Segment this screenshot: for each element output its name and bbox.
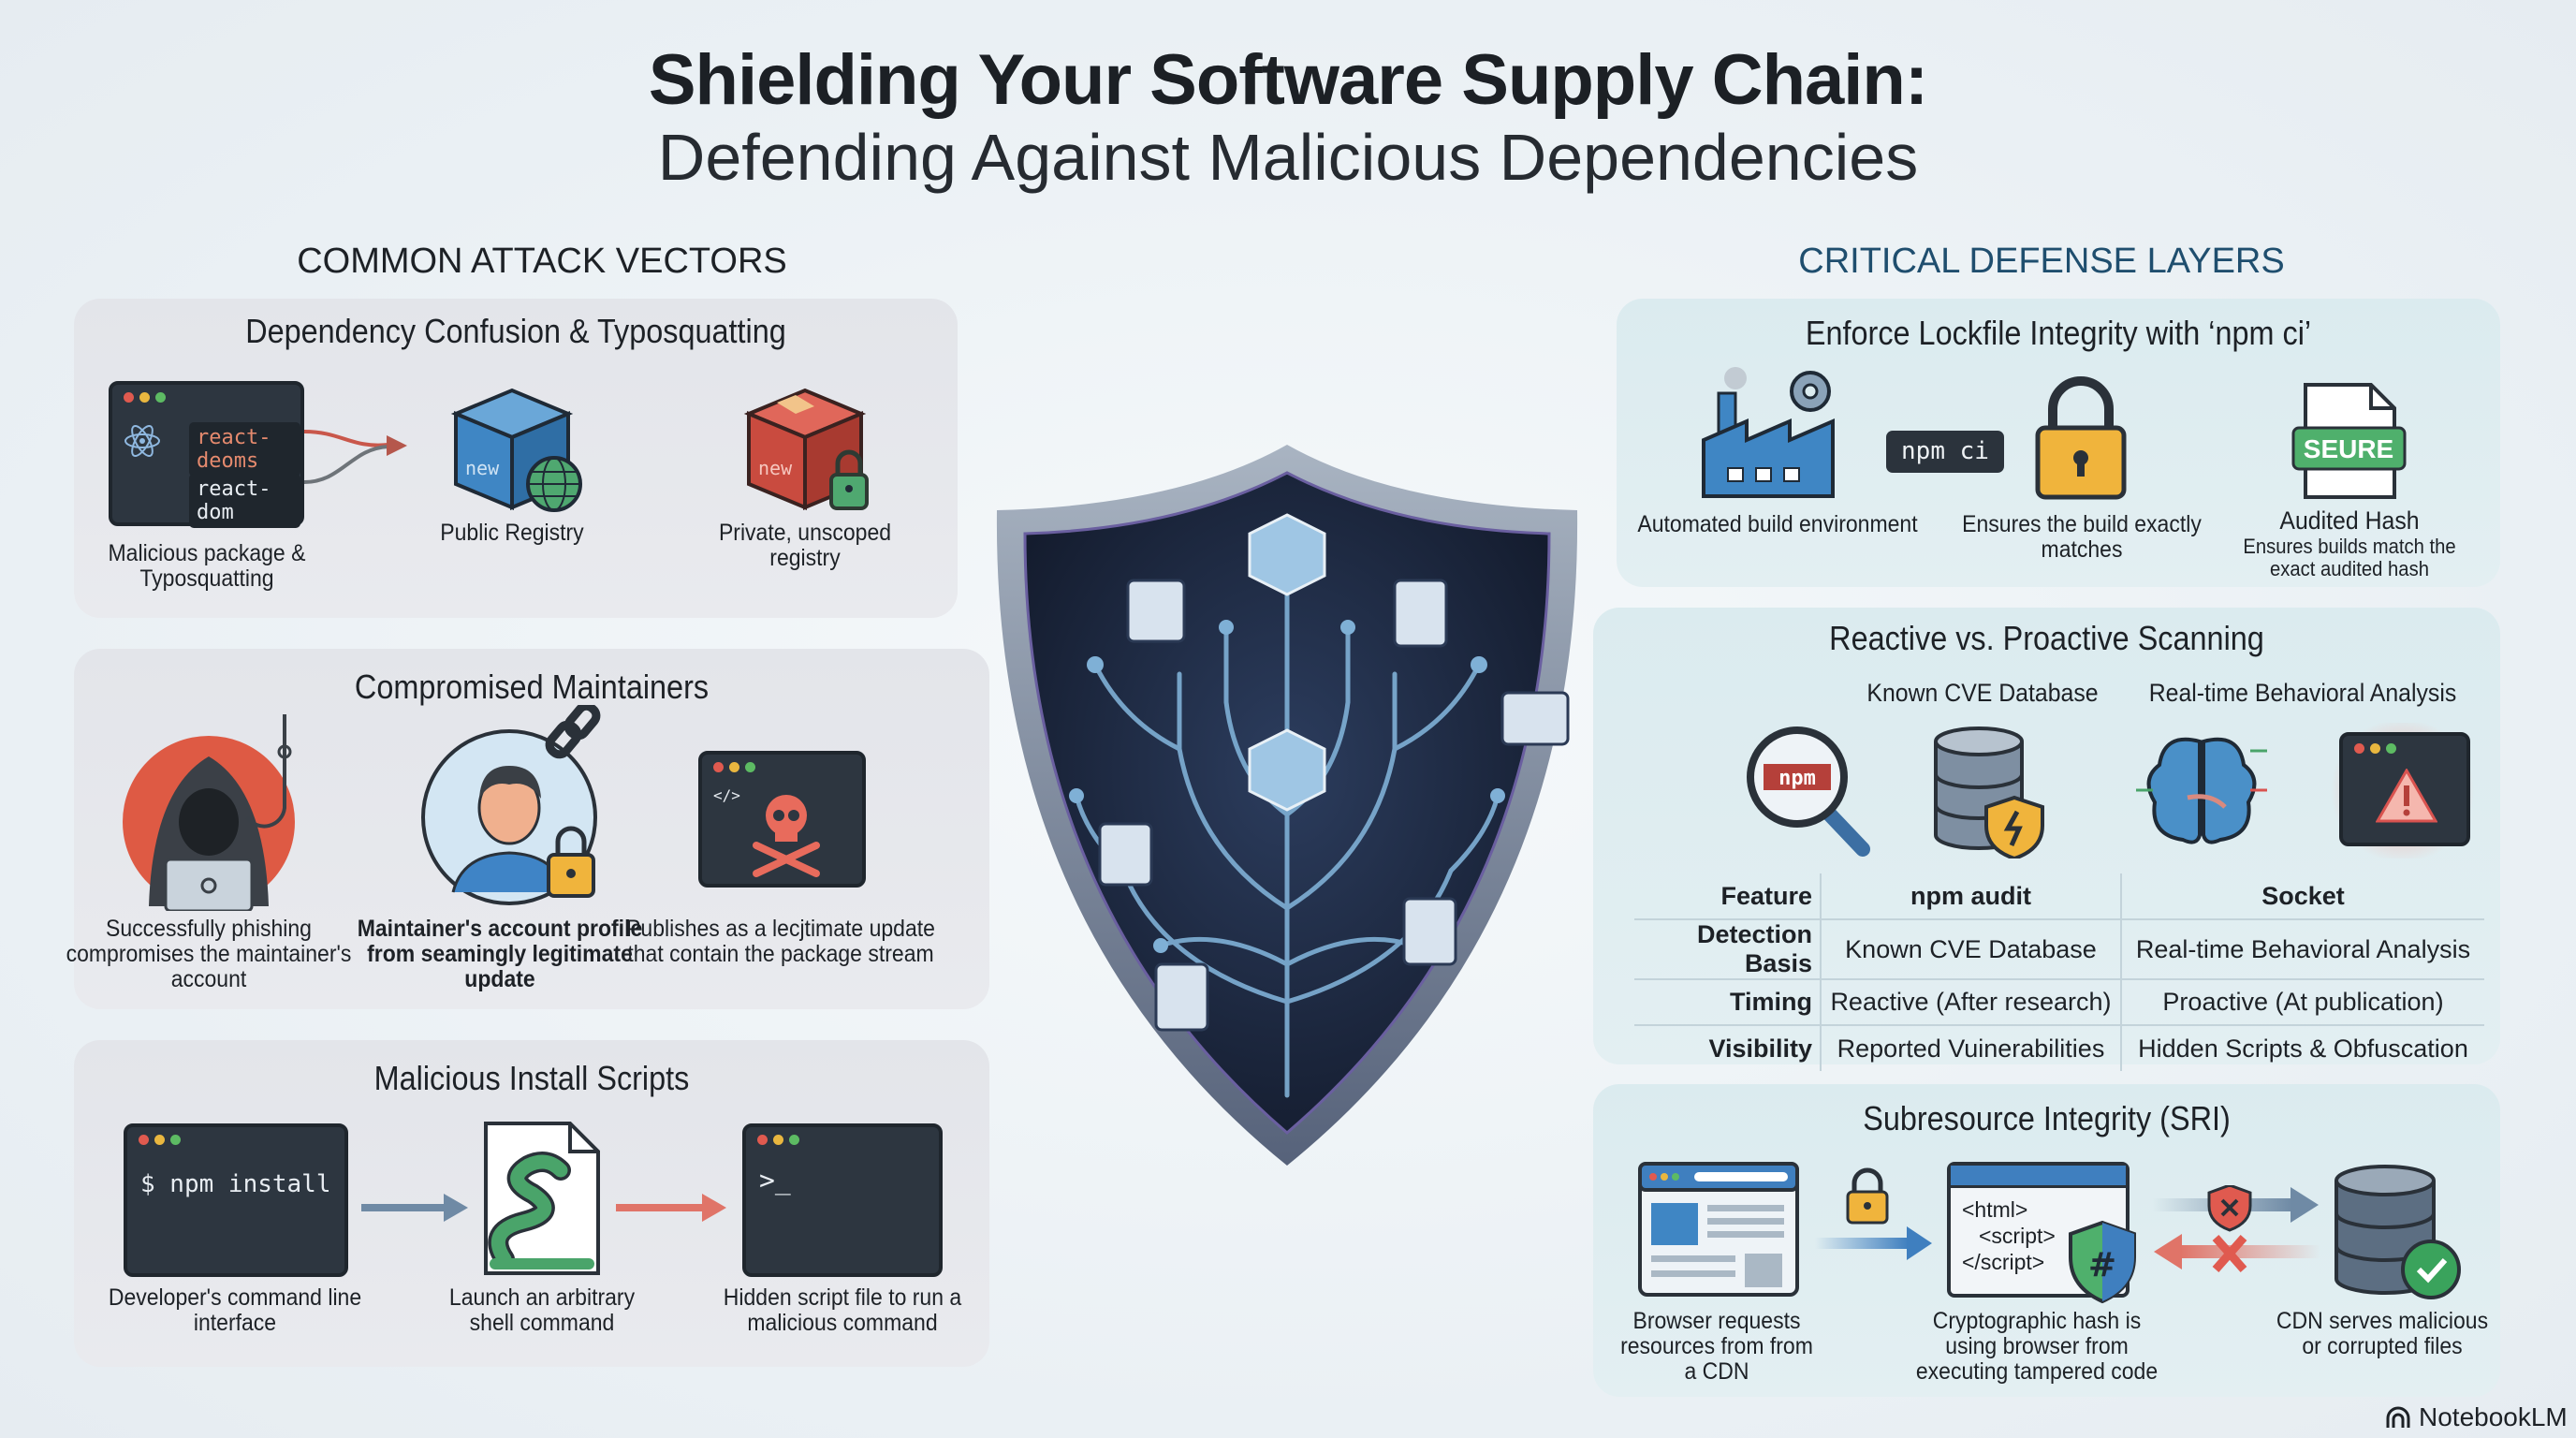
caption: Private, unscoped registry <box>718 520 892 571</box>
subhead-cve: Known CVE Database <box>1866 679 2099 707</box>
page-title: Shielding Your Software Supply Chain: <box>648 40 1928 120</box>
circuit-shield-icon <box>996 445 1578 1166</box>
factory-gear-icon <box>1702 367 1835 498</box>
request-arrow-icon <box>1815 1226 1932 1260</box>
caption: Publishes as a lecjtimate update that co… <box>626 916 935 967</box>
hidden-script-terminal-icon: >_ <box>742 1123 943 1277</box>
cli-terminal-icon: $ npm install <box>124 1123 348 1277</box>
suspicious-code-icon <box>2339 732 2470 846</box>
malicious-code-skull-icon: </> <box>698 751 866 888</box>
arrow-right-red-icon <box>616 1194 726 1222</box>
caption: Launch an arbitrary shell command <box>448 1284 636 1336</box>
brain-analysis-icon <box>2136 737 2267 844</box>
padlock-icon <box>1846 1167 1889 1225</box>
blocked-transfer-arrows-icon <box>2152 1185 2320 1272</box>
caption: Maintainer's account profile from seamin… <box>357 916 643 992</box>
cdn-database-icon <box>2334 1165 2461 1299</box>
table-cell: Visibility <box>1634 1025 1822 1071</box>
public-registry-box-icon: new <box>450 388 582 512</box>
code-line: <script> <box>1979 1224 2056 1248</box>
table-cell: Reported Vuinerabilities <box>1821 1025 2122 1071</box>
panel-title: Subresource Integrity (SRI) <box>1863 1099 2231 1137</box>
box-label: new <box>758 457 793 479</box>
database-shield-icon <box>1934 726 2044 858</box>
scanning-panel: Reactive vs. Proactive Scanning Known CV… <box>1593 608 2500 1071</box>
lockfile-integrity-panel: Enforce Lockfile Integrity with ‘npm ci’… <box>1617 299 2500 587</box>
legit-package: react-dom <box>189 474 300 528</box>
table-cell: Known CVE Database <box>1821 919 2122 980</box>
panel-title: Enforce Lockfile Integrity with ‘npm ci’ <box>1805 314 2312 352</box>
code-line: <html> <box>1962 1197 2028 1222</box>
caption: Automated build environment <box>1637 511 1918 537</box>
svg-text:#: # <box>2088 1246 2116 1284</box>
audited-document-icon: SEURE <box>2291 383 2407 499</box>
caption: Ensures the build exactly matches <box>1962 511 2202 563</box>
react-icon <box>124 425 160 457</box>
caption: CDN serves malicious or corrupted files <box>2276 1308 2489 1359</box>
audited-hash-desc: Ensures builds match the exact audited h… <box>2243 535 2456 580</box>
caption: Hidden script file to run a malicious co… <box>723 1284 962 1336</box>
prompt: >_ <box>759 1165 791 1196</box>
table-cell: Detection Basis <box>1634 919 1822 980</box>
defense-layers-heading: CRITICAL DEFENSE LAYERS <box>1798 242 2285 281</box>
box-label: new <box>465 457 500 479</box>
compromised-maintainers-panel: Compromised Maintainers </> Successfully… <box>66 649 989 1009</box>
sri-panel: Subresource Integrity (SRI) <html> <scri… <box>1593 1084 2500 1397</box>
skull-icon <box>753 795 820 877</box>
table-header: npm audit <box>1821 873 2122 920</box>
window-titlebar <box>1951 1166 2126 1188</box>
install-scripts-panel: Malicious Install Scripts $ npm install … <box>74 1040 989 1367</box>
panel-title: Malicious Install Scripts <box>373 1059 690 1097</box>
typosquat-package: react-deoms <box>189 422 300 477</box>
panel-title: Dependency Confusion & Typosquatting <box>245 312 786 350</box>
brand-label: NotebookLM <box>2419 1402 2568 1431</box>
table-header: Socket <box>2121 873 2484 920</box>
maintainer-account-icon <box>421 705 601 905</box>
hash-shield-icon: # <box>2069 1220 2136 1304</box>
arrow-right-icon <box>361 1194 468 1222</box>
page-subtitle: Defending Against Malicious Dependencies <box>657 121 1919 194</box>
hacker-phishing-icon <box>123 714 295 911</box>
caption: Successfully phishing compromises the ma… <box>66 916 352 992</box>
terminal-icon: react-deoms react-dom <box>109 381 304 528</box>
notebooklm-brand: NotebookLM <box>2385 1402 2568 1432</box>
table-cell: Hidden Scripts & Obfuscation <box>2138 1034 2468 1063</box>
npm-magnifier-icon: npm <box>1747 726 1870 857</box>
private-registry-box-icon: new <box>743 388 869 510</box>
attack-vectors-heading: COMMON ATTACK VECTORS <box>297 242 787 281</box>
subhead-behavioral: Real-time Behavioral Analysis <box>2148 679 2457 707</box>
npm-label: npm <box>1778 767 1816 790</box>
caption: Browser requests resources from from a C… <box>1620 1308 1813 1385</box>
doc-badge: SEURE <box>2304 434 2393 463</box>
caption: Malicious package & Typosquatting <box>108 540 306 592</box>
table-cell: Proactive (At publication) <box>2121 979 2484 1026</box>
caption: Developer's command line interface <box>108 1284 362 1336</box>
redirect-arrow-icon <box>304 430 407 484</box>
caption: Public Registry <box>440 520 584 546</box>
npm-ci-chip: npm ci <box>1886 431 2004 473</box>
panel-title: Reactive vs. Proactive Scanning <box>1829 619 2264 657</box>
table-cell: Timing <box>1634 979 1822 1026</box>
dependency-confusion-panel: Dependency Confusion & Typosquatting rea… <box>74 299 958 618</box>
code-glyph: </> <box>713 786 740 804</box>
warning-icon <box>2376 769 2437 823</box>
panel-title: Compromised Maintainers <box>354 668 710 706</box>
padlock-icon <box>2035 376 2127 500</box>
caption: Cryptographic hash is using browser from… <box>1915 1308 2159 1385</box>
notebooklm-logo-icon <box>2386 1406 2410 1428</box>
table-header: Feature <box>1634 873 1822 920</box>
code-line: </script> <box>1962 1250 2045 1274</box>
audited-hash-title: Audited Hash <box>2279 506 2420 535</box>
browser-page-icon <box>1638 1162 1799 1297</box>
table-cell: Real-time Behavioral Analysis <box>2121 919 2484 980</box>
install-command: $ npm install <box>140 1170 331 1198</box>
shell-script-snake-icon <box>484 1122 600 1275</box>
table-cell: Reactive (After research) <box>1821 979 2122 1026</box>
